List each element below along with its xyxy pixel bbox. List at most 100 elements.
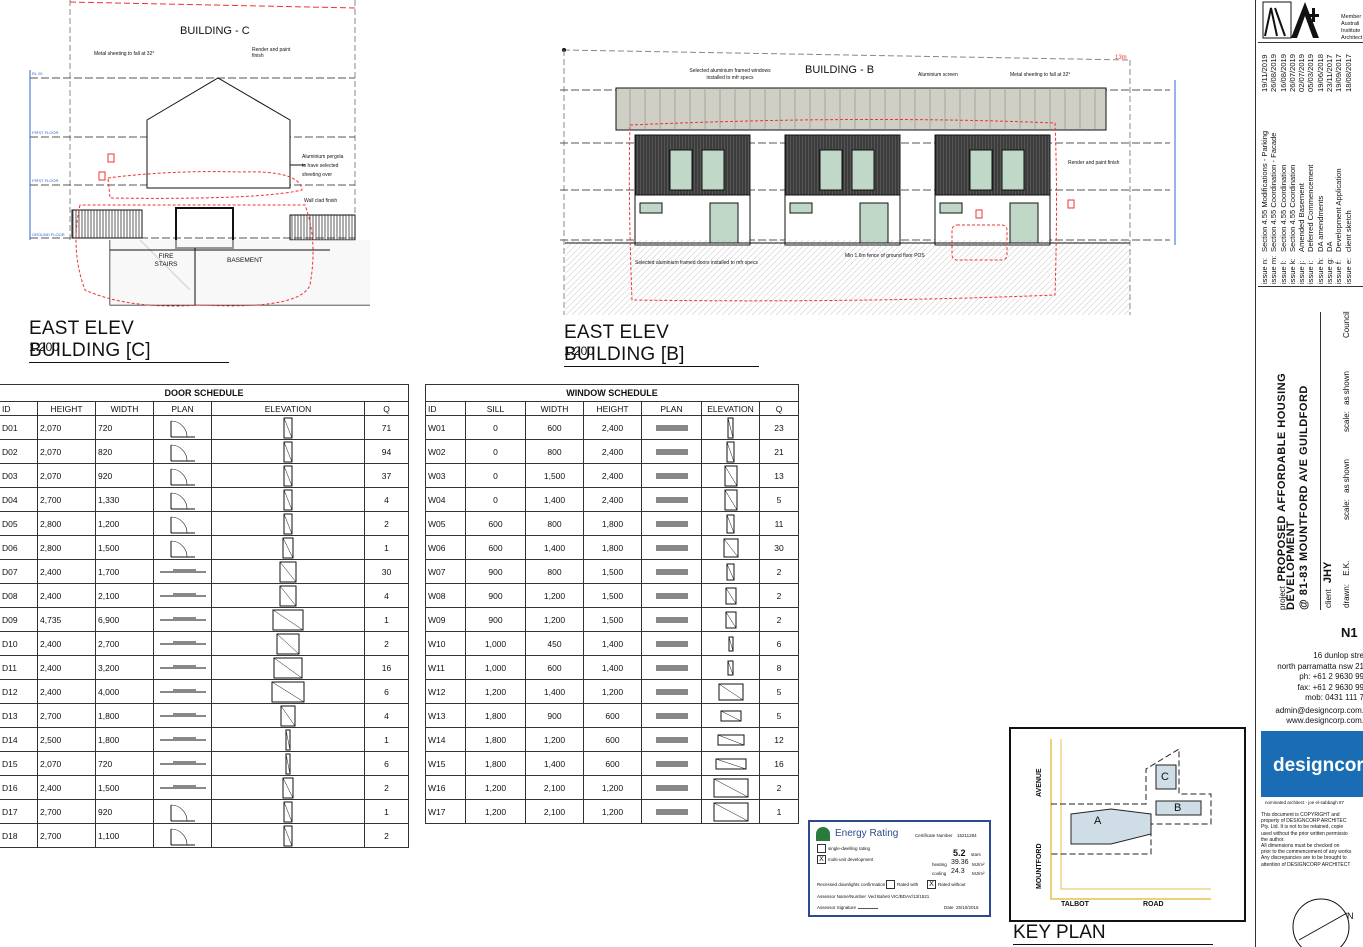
door-height: 2,400	[37, 583, 96, 608]
member-line: Australi	[1341, 21, 1360, 27]
window-sill: 0	[465, 463, 526, 488]
window-width: 600	[525, 655, 584, 680]
window-quantity: 5	[759, 703, 799, 728]
member-line: Architect	[1341, 35, 1363, 41]
member-line: Institute	[1341, 28, 1361, 34]
rated-with-label: Rated with	[897, 882, 919, 887]
door-elevation-symbol	[211, 799, 365, 824]
window-elevation-symbol	[701, 439, 760, 464]
svg-text:13m: 13m	[1115, 55, 1127, 61]
door-quantity: 2	[364, 775, 409, 800]
window-sill: 1,800	[465, 751, 526, 776]
door-elevation-symbol	[211, 607, 365, 632]
window-plan-symbol	[641, 583, 702, 608]
door-width: 720	[95, 751, 154, 776]
door-height: 2,070	[37, 751, 96, 776]
door-plan-symbol	[153, 559, 212, 584]
issue-row: issue n:Section 4.55 Modifications - Par…	[1260, 44, 1269, 284]
door-id: D12	[0, 679, 38, 704]
door-id: D11	[0, 655, 38, 680]
door-height: 2,700	[37, 703, 96, 728]
door-width: 820	[95, 439, 154, 464]
door-width: 920	[95, 799, 154, 824]
window-quantity: 6	[759, 631, 799, 656]
door-quantity: 2	[364, 823, 409, 848]
door-width: 3,200	[95, 655, 154, 680]
window-sill: 1,800	[465, 727, 526, 752]
door-height: 2,500	[37, 727, 96, 752]
issue-description: Section 4.55 Modifications - Parking	[1260, 130, 1269, 252]
window-plan-symbol	[641, 679, 702, 704]
window-elevation-symbol	[701, 679, 760, 704]
disclaimer-line: attention of DESIGNCORP ARCHITECT	[1261, 861, 1351, 868]
issue-date: 26/07/2019	[1287, 53, 1297, 92]
door-quantity: 4	[364, 583, 409, 608]
title-block: Member Australi Institute Architect issu…	[1255, 0, 1363, 947]
door-elevation-symbol	[211, 535, 365, 560]
address-line: ph: +61 2 9630 99	[1299, 672, 1363, 681]
door-height: 2,070	[37, 463, 96, 488]
issue-description: Amended Basement	[1297, 183, 1307, 252]
issue-description: DA	[1325, 241, 1335, 252]
window-id: W17	[425, 799, 466, 824]
date-label: Date	[944, 905, 954, 910]
elevation-b-note: Min 1.6m fence of ground floor POS	[845, 253, 925, 259]
logo-text: designcorp	[1273, 755, 1363, 776]
door-height: 2,700	[37, 823, 96, 848]
door-plan-symbol	[153, 583, 212, 608]
window-width: 1,200	[525, 583, 584, 608]
door-id: D01	[0, 415, 38, 440]
elevation-b-note: Selected aluminium framed doors installe…	[635, 260, 758, 266]
column-header: Q	[759, 401, 799, 416]
elevation-c-note: Metal sheeting to fall at 32°	[94, 51, 155, 57]
column-header: SILL	[465, 401, 526, 416]
window-quantity: 21	[759, 439, 799, 464]
window-quantity: 30	[759, 535, 799, 560]
window-width: 1,400	[525, 487, 584, 512]
disclaimer-line: property of DESIGNCORP ARCHITEC	[1261, 818, 1347, 825]
door-id: D05	[0, 511, 38, 536]
window-plan-symbol	[641, 415, 702, 440]
door-id: D04	[0, 487, 38, 512]
window-quantity: 23	[759, 415, 799, 440]
rated-without-checkbox: X	[927, 880, 936, 889]
scale-value: as shown	[1342, 459, 1351, 493]
single-dwelling-checkbox	[817, 844, 826, 853]
client-row: client JHY	[1322, 562, 1334, 608]
column-header: HEIGHT	[37, 401, 96, 416]
issue-date: 05/03/2019	[1306, 53, 1316, 92]
door-elevation-symbol	[211, 439, 365, 464]
window-id: W13	[425, 703, 466, 728]
elevation-b-note: Render and paint finish	[1068, 160, 1120, 166]
window-quantity: 5	[759, 487, 799, 512]
door-plan-symbol	[153, 799, 212, 824]
door-id: D09	[0, 607, 38, 632]
window-sill: 900	[465, 559, 526, 584]
disclaimer-line: the author.	[1261, 836, 1285, 843]
window-width: 800	[525, 439, 584, 464]
window-quantity: 8	[759, 655, 799, 680]
door-elevation-symbol	[211, 415, 365, 440]
door-plan-symbol	[153, 823, 212, 848]
window-sill: 0	[465, 439, 526, 464]
door-id: D02	[0, 439, 38, 464]
window-elevation-symbol	[701, 559, 760, 584]
window-id: W05	[425, 511, 466, 536]
cooling-value: 24.3	[951, 868, 965, 875]
door-width: 4,000	[95, 679, 154, 704]
window-elevation-symbol	[701, 463, 760, 488]
window-id: W16	[425, 775, 466, 800]
window-height: 1,200	[583, 679, 642, 704]
drawn-value: E.K.	[1342, 560, 1351, 576]
issue-code: issue i:	[1306, 260, 1316, 284]
door-quantity: 37	[364, 463, 409, 488]
